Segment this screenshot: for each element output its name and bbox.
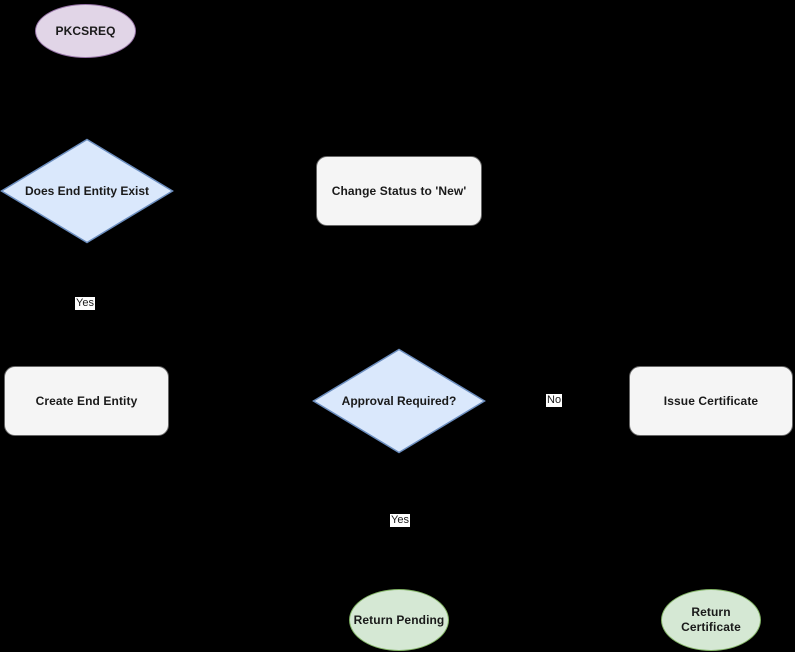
node-return-certificate-label-line1: Return [691, 605, 731, 620]
node-return-certificate-label-line2: Certificate [681, 620, 741, 634]
node-change-status-to-new-label: Change Status to 'New' [331, 183, 467, 198]
node-return-pending-label: Return Pending [353, 612, 445, 627]
diamond-shape-icon [312, 348, 486, 454]
node-return-pending[interactable]: Return Pending [349, 589, 449, 651]
node-does-end-entity-exist[interactable]: Does End Entity Exist [0, 138, 174, 244]
node-issue-certificate-label: Issue Certificate [663, 393, 759, 408]
node-approval-required[interactable]: Approval Required? [312, 348, 486, 454]
node-return-certificate[interactable]: Return Certificate [661, 589, 761, 651]
node-pkcsreq[interactable]: PKCSREQ [35, 4, 136, 58]
node-create-end-entity-label: Create End Entity [35, 393, 138, 408]
edge-label-yes-entity-exists: Yes [75, 297, 95, 310]
edge-label-no-approval: No [546, 394, 563, 407]
node-create-end-entity[interactable]: Create End Entity [4, 366, 169, 436]
node-change-status-to-new[interactable]: Change Status to 'New' [316, 156, 482, 226]
node-issue-certificate[interactable]: Issue Certificate [629, 366, 793, 436]
node-pkcsreq-label: PKCSREQ [55, 23, 116, 38]
edge-label-yes-approval: Yes [390, 514, 410, 527]
diamond-shape-icon [0, 138, 174, 244]
